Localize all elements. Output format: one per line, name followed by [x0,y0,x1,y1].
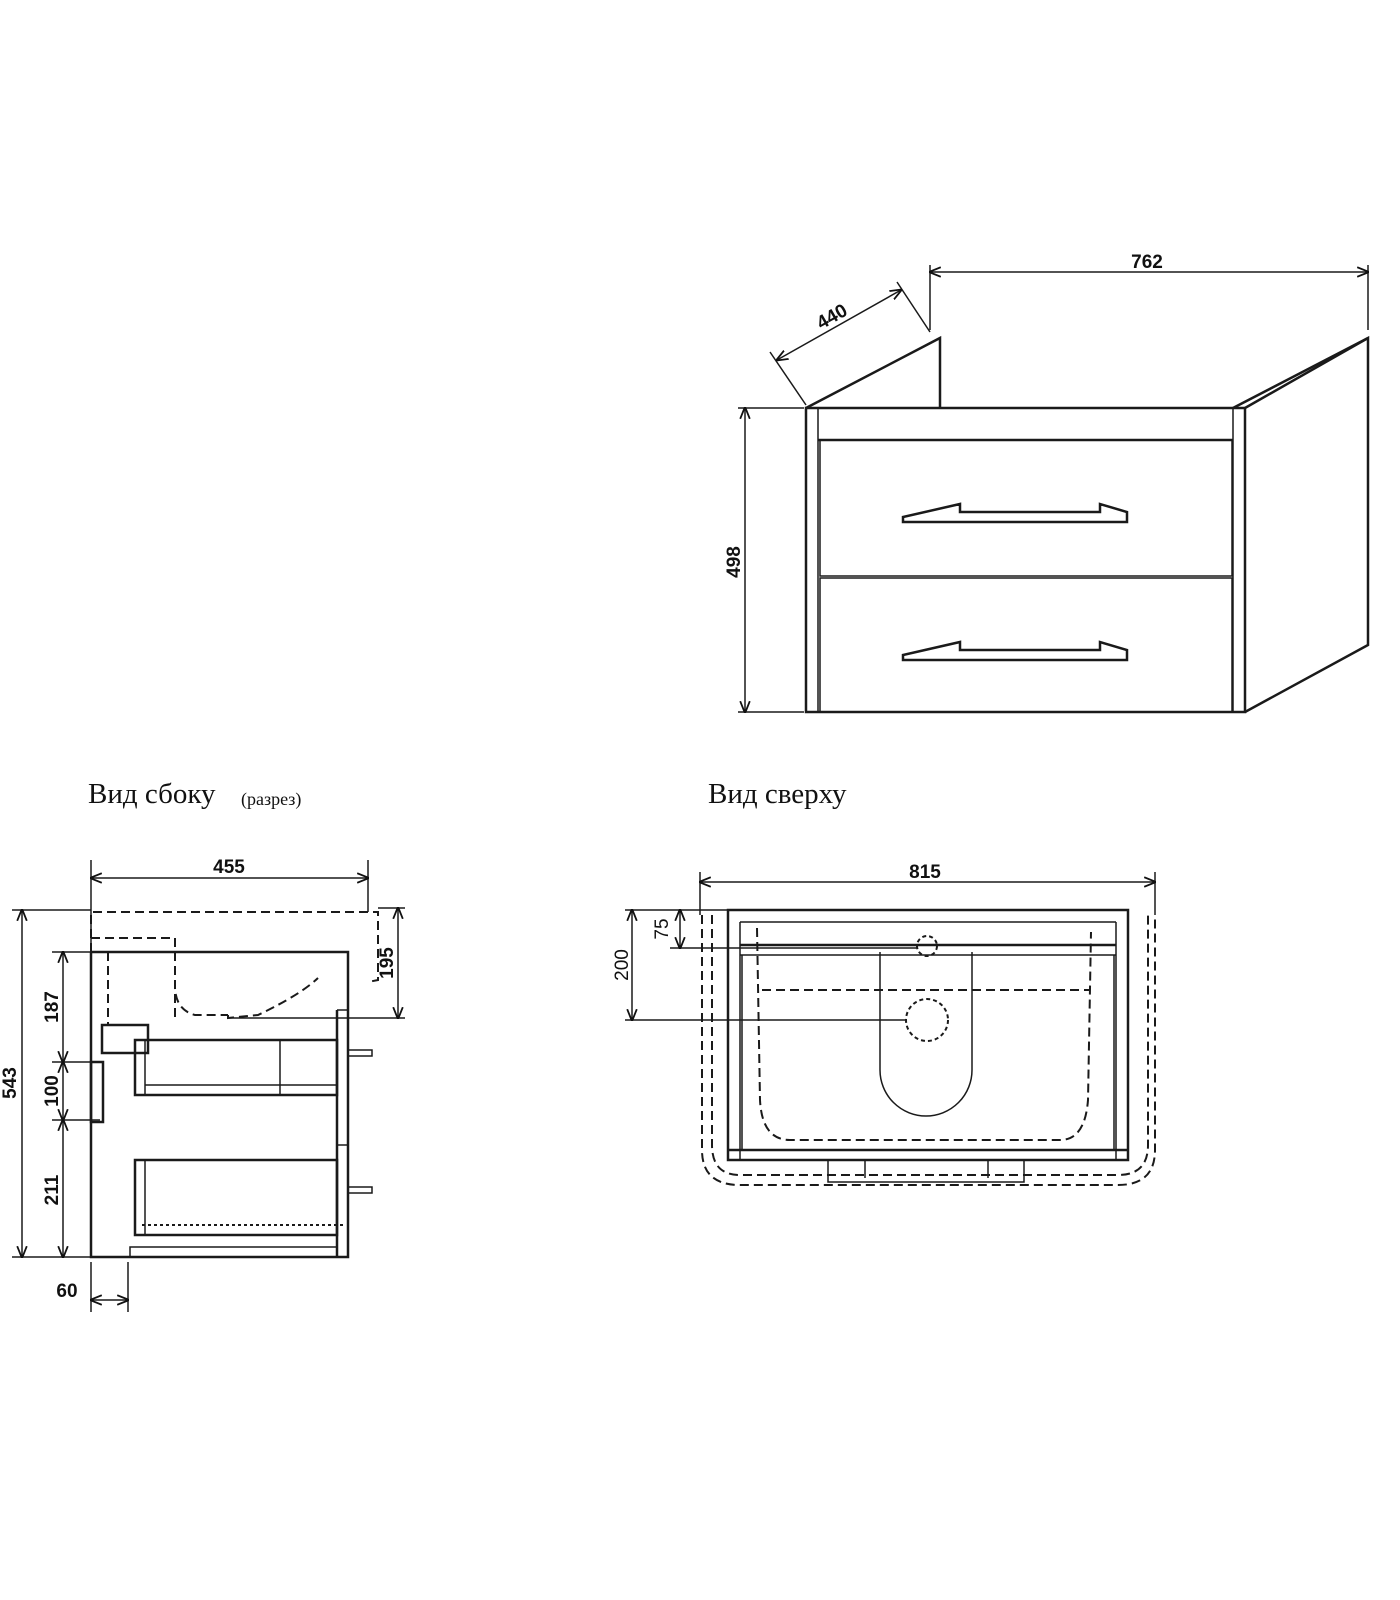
drawer-top [819,439,1233,577]
top-view: 815 200 75 [612,862,1155,1186]
siphon-outline [879,952,973,1117]
dim-543: 543 [0,1067,21,1099]
drain-hole [905,998,949,1042]
dim-762: 762 [1131,252,1163,273]
dim-211: 211 [42,1174,63,1205]
tap-hole [916,935,938,957]
dim-440: 440 [813,300,851,334]
dim-75: 75 [652,918,673,939]
cabinet-left-top [805,335,942,410]
dim-815: 815 [909,862,941,883]
dim-100: 100 [42,1075,63,1107]
dim-200: 200 [612,949,633,981]
handle-profile-top [347,1049,373,1057]
side-drawer-top [133,1038,339,1097]
handle-profile-bottom [347,1186,373,1194]
dim-195: 195 [377,947,398,979]
isometric-view: 762 440 498 [724,252,1370,714]
top-view-title: Вид сверху [708,778,847,810]
side-view-subtitle: (разрез) [241,789,301,810]
cabinet-front [804,406,1247,714]
cabinet-right-side [1244,335,1370,714]
hanging-rail [89,1060,105,1124]
side-view: 455 543 187 100 211 195 60 [0,857,405,1312]
side-drawer-bottom [133,1158,339,1237]
drawer-handle-bottom [901,640,1129,662]
side-view-title: Вид сбоку [88,778,216,810]
drawer-bottom [819,577,1233,713]
dim-455: 455 [213,857,245,878]
dim-187: 187 [42,991,63,1023]
dim-498: 498 [724,546,745,578]
drawer-handle-top [901,502,1129,524]
dim-60: 60 [56,1281,77,1302]
